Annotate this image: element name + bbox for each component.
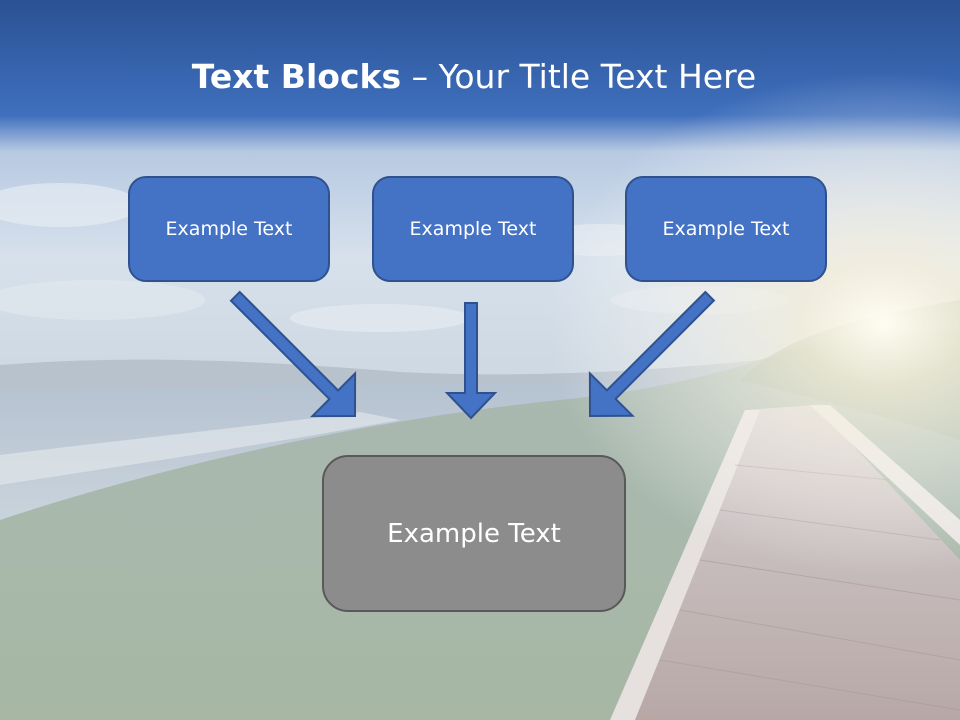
- slide-title: Text Blocks – Your Title Text Here: [0, 52, 960, 102]
- text-block-label: Example Text: [165, 218, 293, 240]
- text-block-left: Example Text: [128, 176, 330, 282]
- title-dash: –: [401, 57, 439, 96]
- result-block-label: Example Text: [387, 518, 561, 549]
- title-rest-text: Your Title Text Here: [438, 57, 757, 96]
- arrow-down-to-center: [444, 302, 498, 420]
- text-block-right: Example Text: [625, 176, 827, 282]
- text-block-label: Example Text: [662, 218, 790, 240]
- result-block: Example Text: [322, 455, 626, 612]
- title-bold-text: Text Blocks: [191, 57, 402, 96]
- text-block-label: Example Text: [409, 218, 537, 240]
- text-block-center: Example Text: [372, 176, 574, 282]
- arrow-left-to-center: [229, 290, 357, 418]
- arrow-right-to-center: [588, 290, 716, 418]
